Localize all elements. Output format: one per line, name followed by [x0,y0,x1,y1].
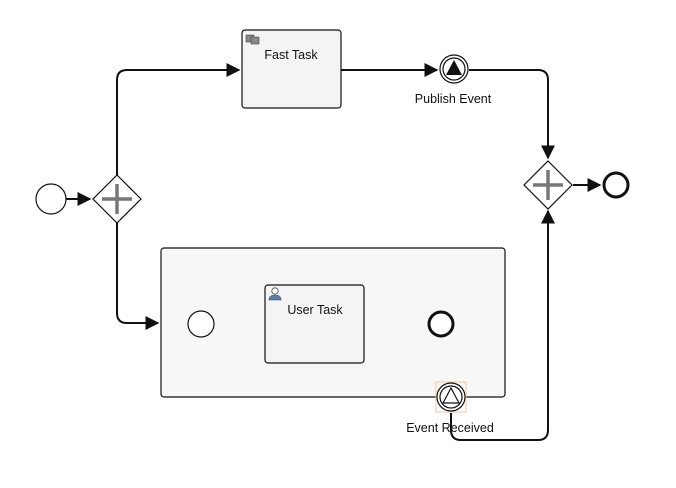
flow-publish-event-to-join[interactable] [469,69,555,160]
plus-icon [533,170,563,200]
parallel-split-gateway[interactable] [92,174,142,224]
publish-event[interactable] [439,54,469,84]
filled-triangle-icon [446,60,462,75]
parallel-join-gateway[interactable] [523,160,573,210]
fast-task-label: Fast Task [264,48,318,62]
fast-task[interactable]: Fast Task [241,29,342,109]
subprocess-start-event[interactable] [187,310,215,338]
gear-icon [245,34,260,45]
event-received-label: Event Received [406,421,494,435]
event-received[interactable] [435,381,467,413]
user-task-label: User Task [287,303,343,317]
end-event[interactable] [602,171,630,199]
plus-icon [102,184,132,214]
flow-event-received-to-join[interactable] [450,209,555,441]
user-icon [268,287,282,301]
flow-split-to-fast-task[interactable] [116,63,241,175]
start-event[interactable] [35,183,67,215]
hollow-triangle-icon [442,386,460,404]
flow-split-to-subprocess[interactable] [116,222,160,330]
subprocess-end-event[interactable] [427,310,455,338]
publish-event-label: Publish Event [415,92,492,106]
selection-outline [435,381,467,413]
user-task[interactable]: User Task [264,284,365,364]
